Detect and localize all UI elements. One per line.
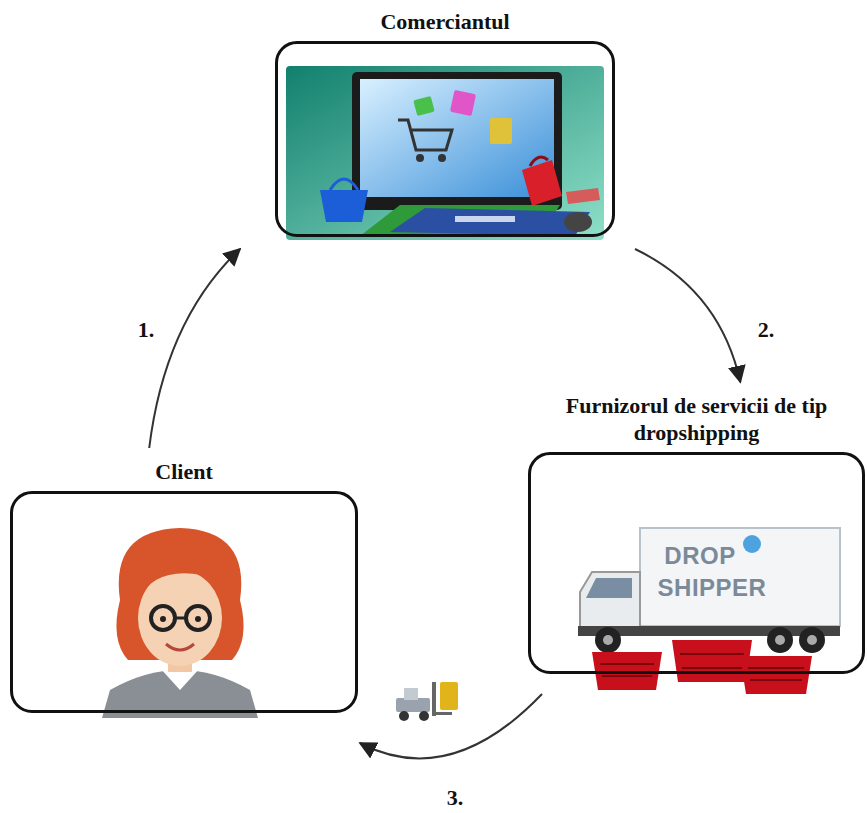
truck-illustration <box>578 528 840 694</box>
curved-arrow <box>635 249 740 382</box>
node-heading: Comerciantul <box>275 8 615 41</box>
step-number: 2. <box>756 317 777 343</box>
node-box: Client <box>10 458 358 713</box>
truck-lettering: DROP <box>664 542 735 570</box>
shop-illustration <box>286 66 604 240</box>
client-illustration <box>102 528 258 718</box>
node-box: Comerciantul <box>275 8 615 237</box>
curved-arrow <box>149 249 240 448</box>
step-number: 3. <box>445 785 466 811</box>
forklift-icon <box>396 682 458 721</box>
rounded-frame <box>275 41 615 237</box>
truck-lettering: SHIPPER <box>658 574 767 602</box>
node-heading: Furnizorul de servicii de tip dropshippi… <box>528 392 865 452</box>
node-heading: Client <box>10 458 358 491</box>
rounded-frame <box>10 491 358 713</box>
curved-arrow <box>360 694 542 758</box>
step-number: 1. <box>136 317 157 343</box>
node-box: Furnizorul de servicii de tip dropshippi… <box>528 392 865 674</box>
